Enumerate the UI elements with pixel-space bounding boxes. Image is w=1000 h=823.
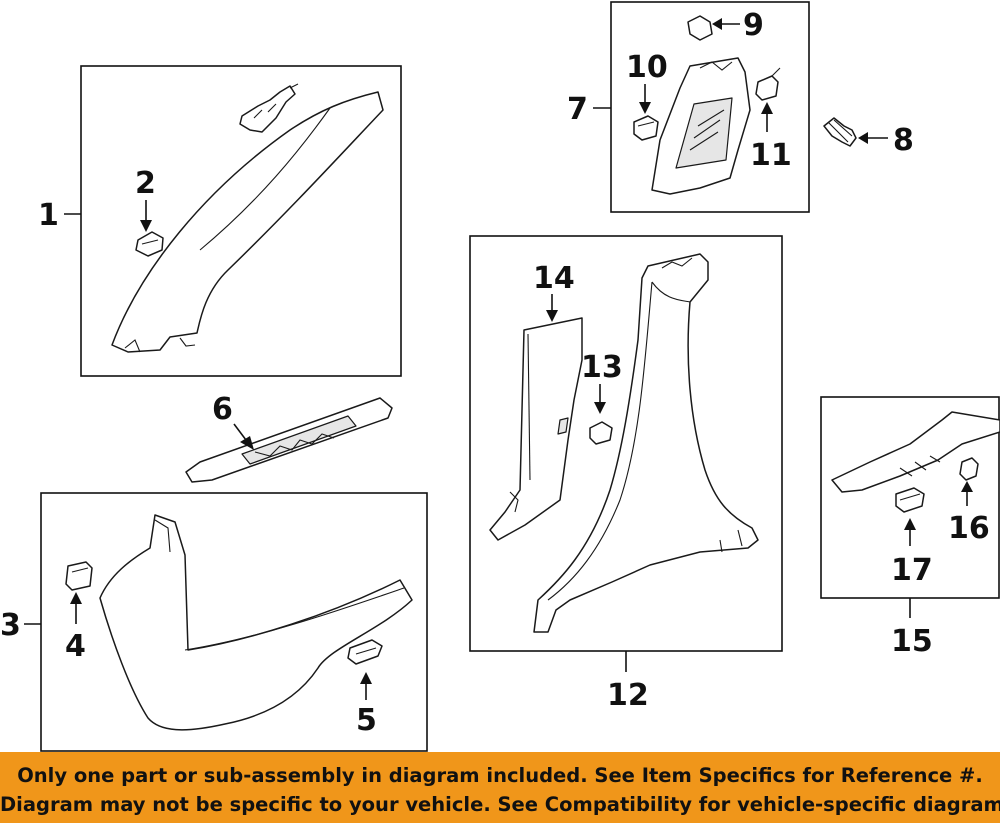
lower-b-pillar-trim-part <box>533 253 759 633</box>
clip-16-part <box>959 457 979 481</box>
disclaimer-line-2: Diagram may not be specific to your vehi… <box>0 793 1000 816</box>
arrow-17 <box>904 518 916 530</box>
callout-7: 7 <box>567 92 588 127</box>
retainer-clip-part <box>239 83 299 133</box>
arrow-9 <box>712 18 722 30</box>
arrow-10 <box>639 102 651 114</box>
parts-diagram: 1 2 6 3 4 5 <box>0 1 1000 752</box>
callout-12: 12 <box>607 678 649 713</box>
arrow-6 <box>240 436 254 450</box>
leader-line-6 <box>233 423 247 441</box>
rear-scuff-plate-part <box>831 411 1000 493</box>
callout-10: 10 <box>626 50 668 85</box>
callout-17: 17 <box>891 553 933 588</box>
clip-11-part <box>755 67 781 101</box>
clip-2-part <box>135 231 164 257</box>
callout-6: 6 <box>212 392 233 427</box>
clip-17-part <box>895 487 925 513</box>
clip-5-part <box>347 639 383 665</box>
callout-14: 14 <box>533 261 575 296</box>
arrow-8 <box>858 132 868 144</box>
callout-3: 3 <box>0 608 21 643</box>
callout-1: 1 <box>38 198 59 233</box>
callout-8: 8 <box>893 123 914 158</box>
callout-16: 16 <box>948 511 990 546</box>
clip-4-part <box>65 561 93 591</box>
arrow-5 <box>360 672 372 684</box>
assembly-box-1 <box>80 65 402 377</box>
callout-9: 9 <box>743 8 764 43</box>
clip-9-part <box>687 15 713 41</box>
screw-8-part <box>823 117 857 147</box>
disclaimer-banner: Only one part or sub-assembly in diagram… <box>0 752 1000 823</box>
callout-5: 5 <box>356 703 377 738</box>
kick-panel-part <box>99 514 413 731</box>
clip-10-part <box>633 115 659 141</box>
arrow-11 <box>761 102 773 114</box>
clip-13-part <box>589 421 613 445</box>
arrow-16 <box>961 481 973 492</box>
arrow-4 <box>70 592 82 604</box>
callout-2: 2 <box>135 166 156 201</box>
a-pillar-trim-part <box>111 91 384 353</box>
arrow-2 <box>140 220 152 232</box>
callout-4: 4 <box>65 629 86 664</box>
callout-11: 11 <box>750 138 792 173</box>
upper-b-pillar-trim-part <box>651 57 751 195</box>
assembly-box-3 <box>40 492 428 752</box>
arrow-13 <box>594 402 606 414</box>
sill-plate-part <box>185 397 393 483</box>
callout-15: 15 <box>891 624 933 659</box>
assembly-box-7 <box>610 1 810 213</box>
upper-b-pillar-panel-part <box>489 317 583 541</box>
arrow-14 <box>546 310 558 322</box>
callout-13: 13 <box>581 350 623 385</box>
disclaimer-line-1: Only one part or sub-assembly in diagram… <box>17 764 983 787</box>
